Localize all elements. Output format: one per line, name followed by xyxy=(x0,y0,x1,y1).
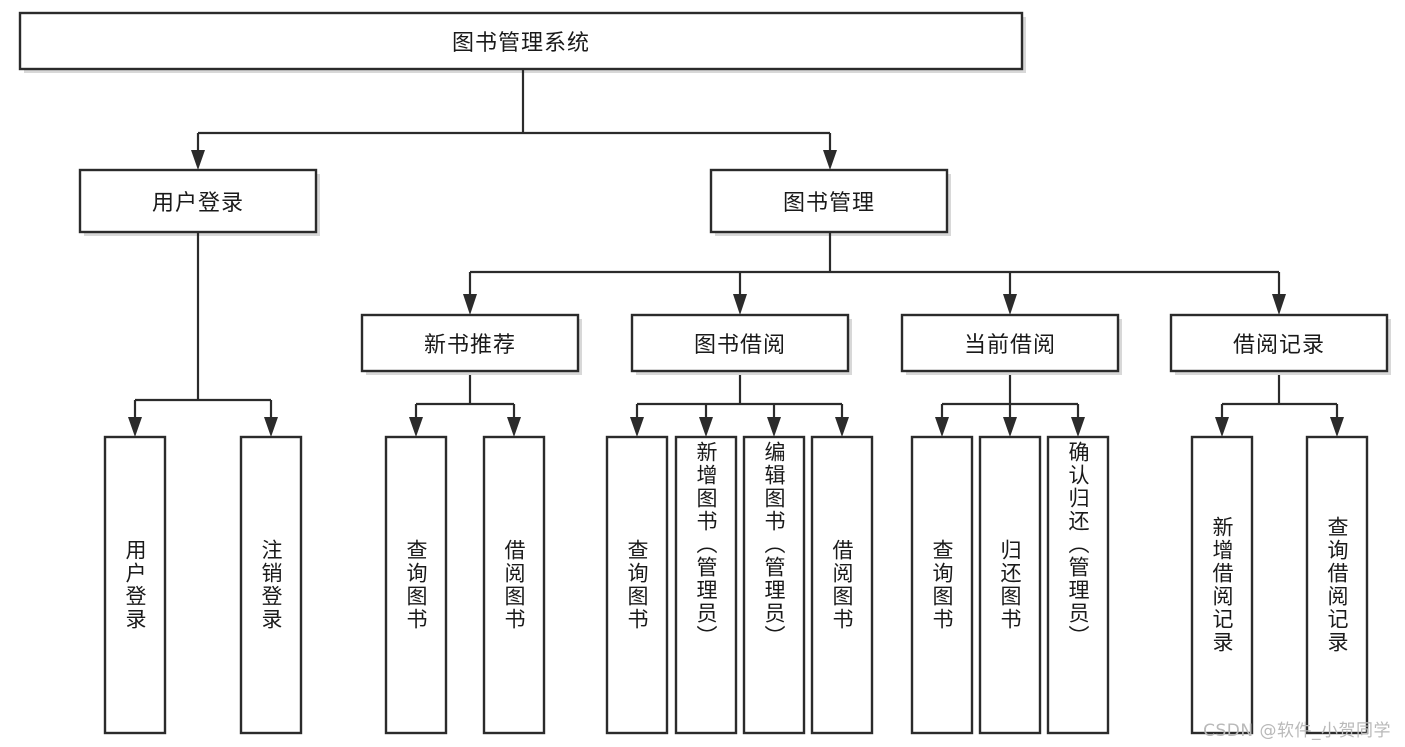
arrowhead-leaf-query-book-3 xyxy=(935,417,949,437)
arrowhead-leaf-add-record xyxy=(1215,417,1229,437)
arrowhead-user-login xyxy=(191,150,205,170)
node-box-root[interactable] xyxy=(18,11,1024,71)
arrowhead-leaf-logout xyxy=(264,417,278,437)
arrowhead-leaf-borrow-book-2 xyxy=(835,417,849,437)
arrowhead-leaf-query-book-2 xyxy=(630,417,644,437)
node-box-leaf-query-book-1[interactable] xyxy=(384,435,448,735)
node-box-leaf-borrow-book-2[interactable] xyxy=(810,435,874,735)
arrowhead-leaf-return-book xyxy=(1003,417,1017,437)
node-box-leaf-confirm-return[interactable] xyxy=(1046,435,1110,735)
node-box-current-borrow[interactable] xyxy=(900,313,1120,373)
arrowhead-current-borrow xyxy=(1003,294,1017,315)
node-box-leaf-logout[interactable] xyxy=(239,435,303,735)
node-box-leaf-query-record[interactable] xyxy=(1305,435,1369,735)
node-box-new-book-recommend[interactable] xyxy=(360,313,580,373)
box-layer xyxy=(18,11,1389,735)
node-box-leaf-edit-book[interactable] xyxy=(742,435,806,735)
arrowhead-leaf-edit-book xyxy=(767,417,781,437)
node-box-book-management[interactable] xyxy=(709,168,949,234)
node-box-leaf-borrow-book-1[interactable] xyxy=(482,435,546,735)
arrowhead-book-borrow xyxy=(733,294,747,315)
node-box-leaf-user-login[interactable] xyxy=(103,435,167,735)
arrowhead-leaf-query-book-1 xyxy=(409,417,423,437)
arrowhead-leaf-borrow-book-1 xyxy=(507,417,521,437)
node-box-user-login[interactable] xyxy=(78,168,318,234)
node-box-book-borrow[interactable] xyxy=(630,313,850,373)
node-box-borrow-record[interactable] xyxy=(1169,313,1389,373)
arrowhead-borrow-record xyxy=(1272,294,1286,315)
node-box-leaf-return-book[interactable] xyxy=(978,435,1042,735)
arrowhead-leaf-confirm-return xyxy=(1071,417,1085,437)
connector-layer xyxy=(128,69,1344,437)
node-box-leaf-query-book-3[interactable] xyxy=(910,435,974,735)
arrowhead-leaf-query-record xyxy=(1330,417,1344,437)
node-box-leaf-add-book[interactable] xyxy=(674,435,738,735)
arrowhead-new-book-recommend xyxy=(463,294,477,315)
node-box-leaf-add-record[interactable] xyxy=(1190,435,1254,735)
arrowhead-book-management xyxy=(823,150,837,170)
arrowhead-leaf-user-login xyxy=(128,417,142,437)
arrowhead-leaf-add-book xyxy=(699,417,713,437)
node-box-leaf-query-book-2[interactable] xyxy=(605,435,669,735)
